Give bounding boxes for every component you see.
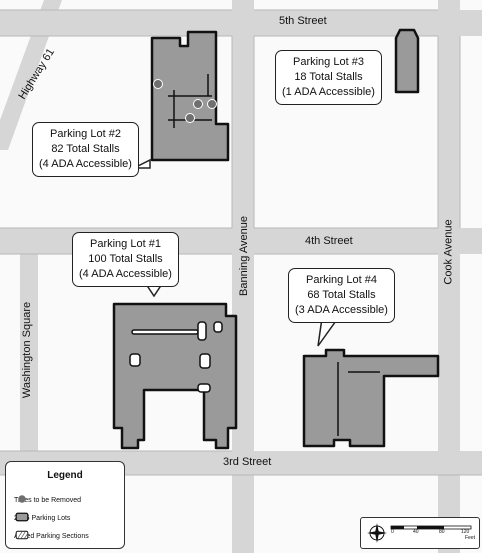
street-label-washington: Washington Square (21, 301, 34, 399)
legend-row-trees: Trees to be Removed (14, 494, 81, 506)
legend-label-added: Added Parking Sections (14, 532, 89, 540)
road-cook-avenue (438, 0, 460, 553)
scale-tick-80: 80 (439, 529, 445, 535)
north-arrow-icon (367, 523, 387, 543)
street-label-cook: Cook Avenue (442, 219, 455, 285)
lot-4-ada: (3 ADA Accessible) (295, 304, 388, 316)
scale-tick-0: 0 (391, 529, 394, 535)
lot-1-stalls: 100 Total Stalls (88, 253, 163, 265)
legend: Legend Trees to be Removed 2025 Parking … (5, 461, 125, 549)
lot-4-islands (337, 362, 380, 436)
parking-lot-3 (394, 28, 420, 94)
street-label-3rd: 3rd Street (223, 456, 272, 468)
lot-2-ada: (4 ADA Accessible) (39, 158, 132, 170)
hatch-swatch (15, 530, 29, 540)
legend-row-lots: 2025 Parking Lots (14, 512, 70, 524)
callout-lot-4: Parking Lot #4 68 Total Stalls (3 ADA Ac… (288, 268, 395, 323)
lot-2-name: Parking Lot #2 (50, 128, 121, 140)
street-label-4th: 4th Street (305, 235, 353, 247)
lot-4-name: Parking Lot #4 (306, 274, 377, 286)
street-label-banning: Banning Avenue (237, 216, 250, 296)
callout-lot-1: Parking Lot #1 100 Total Stalls (4 ADA A… (72, 232, 179, 287)
callout-lot-2: Parking Lot #2 82 Total Stalls (4 ADA Ac… (32, 122, 139, 177)
lot-2-stalls: 82 Total Stalls (51, 143, 120, 155)
lot-3-name: Parking Lot #3 (293, 56, 364, 68)
tree-icon (18, 495, 26, 503)
legend-row-added: Added Parking Sections (14, 530, 89, 542)
lot-1-ada: (4 ADA Accessible) (79, 268, 172, 280)
street-label-5th: 5th Street (279, 15, 327, 27)
legend-label-lots: 2025 Parking Lots (14, 514, 71, 522)
scale-tick-120: 120 (461, 529, 470, 535)
tree-icon (207, 99, 217, 109)
lot-3-ada: (1 ADA Accessible) (282, 86, 375, 98)
tree-icon (153, 79, 163, 89)
lot-3-stalls: 18 Total Stalls (294, 71, 363, 83)
callout-lot-3: Parking Lot #3 18 Total Stalls (1 ADA Ac… (275, 50, 382, 105)
road-highway-61 (0, 0, 62, 150)
legend-label-trees: Trees to be Removed (14, 496, 82, 504)
tree-icon (185, 113, 195, 123)
lot-1-islands (129, 321, 223, 393)
lot-1-name: Parking Lot #1 (90, 238, 161, 250)
legend-title: Legend (47, 470, 83, 481)
tree-icon (193, 99, 203, 109)
parking-lot-swatch (15, 512, 29, 522)
road-banning-avenue (232, 0, 254, 553)
trees-to-be-removed (153, 79, 217, 123)
lot-4-stalls: 68 Total Stalls (307, 289, 376, 301)
scale-unit: Feet (465, 535, 476, 541)
scale-bar: 0 40 80 120 Feet (360, 517, 480, 549)
road-washington-square (20, 254, 38, 451)
lot-2-islands (168, 74, 212, 128)
scale-tick-40: 40 (413, 529, 419, 535)
scale-graphic (367, 523, 472, 543)
